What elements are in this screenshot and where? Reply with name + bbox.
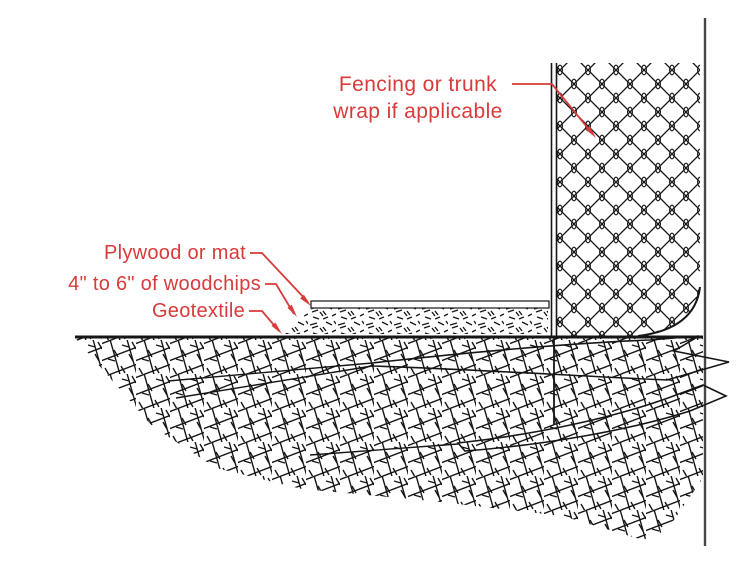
- label-fencing-or-trunk-wrap: Fencing or trunk wrap if applicable: [300, 71, 536, 125]
- woodchips-layer: [285, 308, 548, 334]
- root-upper: [371, 335, 730, 381]
- label-fencing-line1: Fencing or trunk: [338, 73, 498, 96]
- plywood-layer: [310, 300, 550, 309]
- label-woodchips-depth: 4" to 6" of woodchips: [68, 273, 261, 295]
- leader-plywood: [250, 252, 311, 306]
- root-thin-lower: [175, 365, 373, 399]
- label-geotextile: Geotextile: [151, 300, 245, 322]
- fence-mesh: [557, 63, 700, 336]
- soil-hatch-area: [75, 338, 703, 540]
- fence-mesh-bottom-curve: [637, 286, 701, 337]
- root-lower: [456, 384, 728, 452]
- leader-geotextile: [249, 310, 282, 334]
- label-fencing-line2: wrap if applicable: [333, 100, 503, 123]
- leader-woodchips: [265, 283, 297, 317]
- label-plywood-or-mat: Plywood or mat: [103, 242, 246, 264]
- root-thin-bottom: [309, 443, 459, 456]
- root-thin-upper: [167, 362, 373, 382]
- leader-fencing: [512, 83, 596, 138]
